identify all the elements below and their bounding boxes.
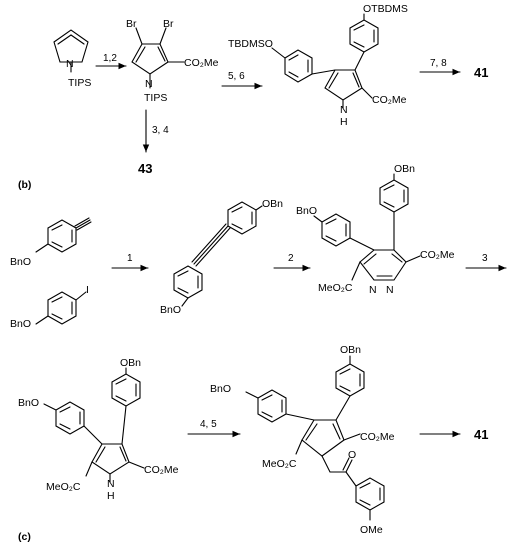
obn-label-b1: OBn bbox=[262, 198, 283, 210]
bno-label-b2: BnO bbox=[10, 318, 31, 330]
meo2c-label-b: MeO₂C bbox=[318, 282, 353, 294]
co2me-label-c2: CO₂Me bbox=[360, 431, 395, 443]
o-label-c2: O bbox=[348, 449, 356, 461]
condition-3: 3 bbox=[482, 253, 488, 264]
panel-label-b: (b) bbox=[18, 179, 31, 191]
obn-label-c1: OBn bbox=[120, 357, 141, 369]
pyridazine-structure bbox=[313, 173, 421, 281]
h-label-a2: H bbox=[340, 116, 348, 128]
condition-2: 2 bbox=[288, 253, 294, 264]
n-label-b2: N bbox=[386, 284, 394, 296]
ome-label-c2: OMe bbox=[360, 524, 383, 536]
br-label-1: Br bbox=[126, 18, 137, 30]
bno-diaryl-pyrrole-structure bbox=[43, 367, 145, 483]
bno-label-b4: BnO bbox=[296, 205, 317, 217]
bno-label-b1: BnO bbox=[10, 256, 31, 268]
otbdms-label: OTBDMS bbox=[363, 3, 408, 15]
obn-label-b2: OBn bbox=[394, 163, 415, 175]
co2me-label-c1: CO₂Me bbox=[144, 464, 179, 476]
diaryl-alkyne-structure bbox=[173, 201, 263, 307]
compound-43: 43 bbox=[138, 161, 152, 176]
pyrrole-tips-label: TIPS bbox=[68, 77, 91, 89]
co2me-label-a2: CO₂Me bbox=[372, 94, 407, 106]
condition-5-6: 5, 6 bbox=[228, 71, 245, 82]
bno-label-c2: BnO bbox=[210, 383, 231, 395]
meo2c-label-c2: MeO₂C bbox=[262, 458, 297, 470]
ethynyl-arene-structure bbox=[35, 217, 92, 253]
panel-label-c: (c) bbox=[18, 531, 31, 543]
n-label-a: N bbox=[145, 78, 153, 90]
co2me-label-b: CO₂Me bbox=[420, 249, 455, 261]
tips-pyrrole-structure bbox=[53, 29, 89, 73]
condition-7-8: 7, 8 bbox=[430, 58, 447, 69]
cyclopentadiene-structure bbox=[245, 355, 385, 521]
pyrrole-n-label: N bbox=[66, 58, 74, 70]
compound-41-a: 41 bbox=[474, 65, 488, 80]
condition-4-5: 4, 5 bbox=[200, 419, 217, 430]
compound-41-c: 41 bbox=[474, 427, 488, 442]
condition-3-4: 3, 4 bbox=[152, 125, 169, 136]
meo2c-label-c1: MeO₂C bbox=[46, 481, 81, 493]
condition-1: 1 bbox=[127, 253, 133, 264]
br-label-2: Br bbox=[163, 18, 174, 30]
tbdmso-label: TBDMSO bbox=[228, 38, 273, 50]
n-label-a2: N bbox=[340, 104, 348, 116]
condition-1-2: 1,2 bbox=[103, 53, 117, 64]
h-label-c1: H bbox=[107, 490, 115, 502]
bno-label-c1: BnO bbox=[18, 397, 39, 409]
co2me-label-a: CO₂Me bbox=[184, 57, 219, 69]
n-label-b1: N bbox=[369, 284, 377, 296]
iodine-label: I bbox=[86, 284, 89, 296]
tbdms-diaryl-pyrrole-structure bbox=[271, 13, 379, 109]
obn-label-c2: OBn bbox=[340, 344, 361, 356]
tips-label-a: TIPS bbox=[144, 92, 167, 104]
dibromo-pyrrole-structure bbox=[131, 27, 185, 89]
iodo-arene-structure bbox=[35, 291, 87, 325]
n-label-c1: N bbox=[107, 478, 115, 490]
bno-label-b3: BnO bbox=[160, 304, 181, 316]
